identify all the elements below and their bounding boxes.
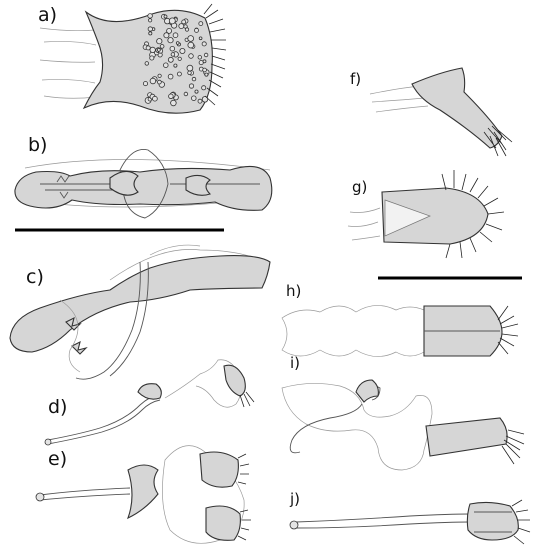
panel-label-f: f): [350, 70, 362, 88]
figure-i-structure: [281, 379, 525, 471]
pore-mark: [157, 73, 162, 78]
pore-mark: [203, 52, 209, 58]
pore-mark: [178, 23, 185, 30]
pore-mark: [149, 55, 155, 61]
pore-mark: [163, 62, 169, 68]
pore-mark: [175, 41, 180, 45]
pore-mark: [183, 91, 189, 97]
pore-mark: [170, 99, 177, 107]
pore-mark: [187, 70, 192, 75]
pore-mark: [181, 19, 187, 25]
figure-e-structure: [35, 445, 251, 544]
panel-label-a: a): [38, 4, 58, 26]
pore-mark: [168, 17, 176, 25]
figure-j-structure: [289, 499, 531, 545]
panel-label-b: b): [28, 134, 48, 156]
pore-mark: [149, 46, 156, 54]
panel-label-d: d): [48, 396, 68, 418]
panel-label-h: h): [286, 282, 302, 300]
pore-mark: [187, 41, 195, 49]
pore-mark: [191, 76, 197, 82]
pore-mark: [163, 32, 170, 39]
pore-mark: [169, 46, 175, 52]
panel-label-j: j): [290, 490, 301, 508]
pore-mark: [167, 56, 174, 63]
pore-mark: [157, 79, 162, 85]
panel-label-g: g): [352, 178, 368, 196]
pore-mark: [168, 93, 174, 99]
pore-mark: [202, 67, 207, 73]
pore-mark: [186, 64, 194, 72]
pore-mark: [166, 27, 173, 34]
pore-mark: [202, 59, 207, 64]
pore-mark: [194, 27, 199, 33]
pore-mark: [197, 55, 202, 60]
pore-mark: [173, 63, 178, 68]
panel-label-i: i): [290, 354, 301, 372]
pore-mark: [201, 85, 207, 91]
pore-mark: [176, 71, 182, 77]
pore-mark: [148, 31, 153, 36]
pore-mark: [156, 48, 161, 52]
figure-c-lateral-structure: [9, 244, 271, 380]
pore-mark: [179, 48, 186, 55]
pore-mark: [142, 81, 148, 87]
pore-mark: [188, 83, 195, 89]
pore-mark: [172, 32, 179, 38]
pore-mark: [163, 14, 168, 19]
panel-label-c: c): [26, 266, 44, 288]
pore-mark: [184, 27, 190, 32]
pore-mark: [170, 52, 176, 57]
pore-mark: [191, 95, 197, 101]
pore-mark: [198, 36, 203, 41]
figure-d-structure: [44, 359, 255, 446]
pore-mark: [145, 45, 151, 51]
panel-label-e: e): [48, 448, 68, 470]
pore-mark: [144, 61, 149, 66]
pore-mark: [204, 72, 209, 77]
pore-mark: [177, 56, 182, 61]
pore-mark: [147, 26, 153, 32]
pore-mark: [149, 77, 157, 85]
figure-b-structure: [14, 148, 273, 232]
pore-mark: [197, 98, 203, 104]
pore-mark: [159, 44, 165, 49]
figure-g-plate: [347, 170, 522, 280]
pore-mark: [148, 18, 153, 23]
figure-h-structure: [281, 305, 519, 357]
figure-a-tergite: [39, 3, 227, 114]
pore-mark: [187, 35, 195, 42]
pore-mark: [198, 21, 204, 27]
pore-mark: [167, 73, 174, 80]
pore-mark: [201, 41, 207, 47]
pore-mark: [147, 13, 153, 19]
pore-mark: [156, 38, 163, 45]
pore-mark: [188, 53, 194, 59]
pore-mark: [194, 89, 199, 94]
figure-f-paramere: [369, 67, 513, 157]
pore-mark: [152, 95, 158, 102]
pore-mark: [167, 37, 174, 44]
